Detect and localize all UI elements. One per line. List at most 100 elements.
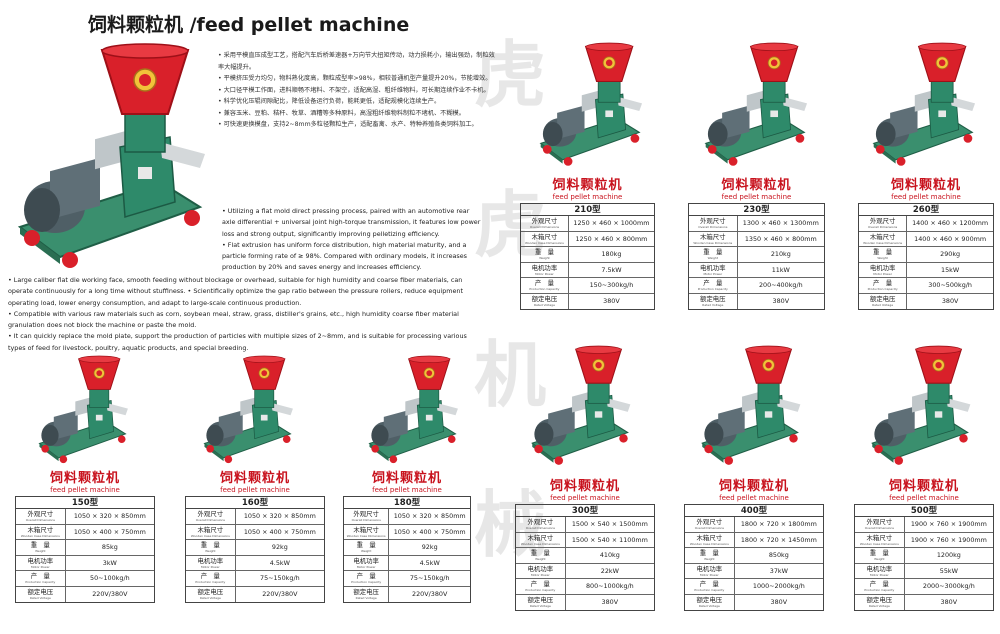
row-label: 重 量 bbox=[30, 541, 50, 549]
watermark-char: 虎 bbox=[473, 32, 546, 117]
row-value: 1250 × 460 × 800mm bbox=[575, 234, 648, 243]
card-title-cn: 饲料颗粒机 bbox=[721, 178, 792, 193]
row-label-en: Weight bbox=[205, 549, 216, 553]
card-title-cn: 饲料颗粒机 bbox=[549, 479, 620, 494]
row-value: 1900 × 760 × 1900mm bbox=[910, 535, 987, 544]
row-label: 重 量 bbox=[534, 248, 555, 256]
row-label: 额定电压 bbox=[27, 587, 54, 596]
row-value: 1400 × 460 × 900mm bbox=[914, 234, 987, 243]
row-label-en: Production Capacity bbox=[529, 287, 560, 291]
row-value: 380V bbox=[601, 597, 619, 606]
intro-en-line: types of feed for livestock, poultry, aq… bbox=[8, 343, 249, 352]
row-value: 1050 × 320 × 850mm bbox=[243, 512, 316, 520]
row-label: 外观尺寸 bbox=[700, 217, 726, 225]
row-label-en: Wooden Case Dimensions bbox=[693, 240, 733, 245]
intro-en-line: • Utilizing a flat mold direct pressing … bbox=[222, 207, 470, 215]
intro-en-line: operate continuously for a long time wit… bbox=[8, 287, 463, 296]
row-label-en: Motor Power bbox=[535, 271, 554, 276]
row-label: 电机功率 bbox=[527, 564, 554, 573]
intro-en-line: production by 20% and saves energy and i… bbox=[222, 263, 422, 272]
row-label-en: Overall Dimensions bbox=[351, 518, 381, 522]
row-value: 75~150kg/h bbox=[409, 574, 450, 582]
card-title-en: feed pellet machine bbox=[719, 494, 789, 502]
row-label: 木箱尺寸 bbox=[27, 525, 54, 534]
intro-en-line: axle differential + universal joint high… bbox=[222, 218, 481, 227]
row-label-en: Weight bbox=[707, 256, 719, 260]
machine-image-150 bbox=[30, 355, 135, 465]
row-label-en: Rated Voltage bbox=[529, 603, 551, 608]
intro-cn-item: • 采用平模直压成型工艺，搭配汽车后桥差速器+万向节大扭矩传动，动力损耗小，输出… bbox=[218, 52, 495, 71]
row-label: 额定电压 bbox=[531, 294, 558, 303]
row-value: 150~300kg/h bbox=[589, 281, 634, 289]
machine-image-400 bbox=[695, 345, 805, 467]
row-label-en: Motor Power bbox=[30, 564, 50, 569]
row-value: 55kW bbox=[939, 566, 958, 575]
machine-image-180 bbox=[360, 355, 465, 465]
row-label-en: Weight bbox=[874, 557, 885, 561]
row-value: 410kg bbox=[599, 551, 620, 559]
row-label-en: Overall Dimensions bbox=[25, 518, 55, 522]
row-label: 额定电压 bbox=[197, 587, 224, 596]
row-label-en: Rated Voltage bbox=[199, 595, 221, 600]
card-title-en: feed pellet machine bbox=[372, 486, 442, 494]
row-label: 木箱尺寸 bbox=[197, 525, 224, 534]
row-label: 电机功率 bbox=[353, 556, 379, 565]
card-title-cn: 饲料颗粒机 bbox=[49, 471, 120, 486]
intro-cn-item: • 兼容玉米、豆粕、秸秆、牧草、酒糟等多种原料，高湿粗纤维物料制粒不堵机、不糊模… bbox=[218, 109, 465, 117]
row-value: 1050 × 400 × 750mm bbox=[243, 527, 316, 536]
row-label-en: Motor Power bbox=[530, 572, 550, 577]
row-label-en: Rated Voltage bbox=[702, 302, 724, 307]
card-title-cn: 饲料颗粒机 bbox=[552, 178, 623, 193]
row-label-en: Wooden Case Dimensions bbox=[520, 541, 560, 546]
row-value: 1500 × 540 × 1500mm bbox=[571, 520, 648, 528]
card-title-cn: 饲料颗粒机 bbox=[888, 479, 959, 494]
row-value: 37kW bbox=[769, 566, 788, 575]
row-value: 1050 × 320 × 850mm bbox=[393, 512, 466, 520]
intro-cn-item: • 平模挤压受力均匀，物料熟化度高，颗粒成型率>98%，相较普通机型产量提升20… bbox=[218, 75, 492, 82]
machine-image-500 bbox=[865, 345, 975, 467]
row-label: 产 量 bbox=[873, 279, 893, 287]
card-title-en: feed pellet machine bbox=[220, 486, 290, 494]
row-label-en: Overall Dimensions bbox=[525, 526, 555, 530]
intro-cn-item: • 大口径平模工作面，进料顺畅不堵料、不架空，适配高湿、粗纤维物料，可长期连续作… bbox=[218, 86, 490, 94]
row-label-en: Motor Power bbox=[200, 564, 220, 569]
row-label-en: Wooden Case Dimensions bbox=[863, 240, 903, 245]
row-label: 重 量 bbox=[356, 541, 376, 549]
card-title-en: feed pellet machine bbox=[50, 486, 120, 494]
card-title-cn: 饲料颗粒机 bbox=[718, 479, 789, 494]
row-value: 380V bbox=[603, 296, 620, 305]
row-value: 220V/380V bbox=[92, 589, 128, 598]
row-label: 重 量 bbox=[699, 549, 719, 557]
row-label: 重 量 bbox=[873, 248, 893, 256]
row-label-en: Overall Dimensions bbox=[195, 518, 225, 522]
row-value: 220V/380V bbox=[412, 589, 448, 598]
row-label-en: Weight bbox=[535, 557, 546, 561]
row-value: 7.5kW bbox=[601, 265, 622, 274]
